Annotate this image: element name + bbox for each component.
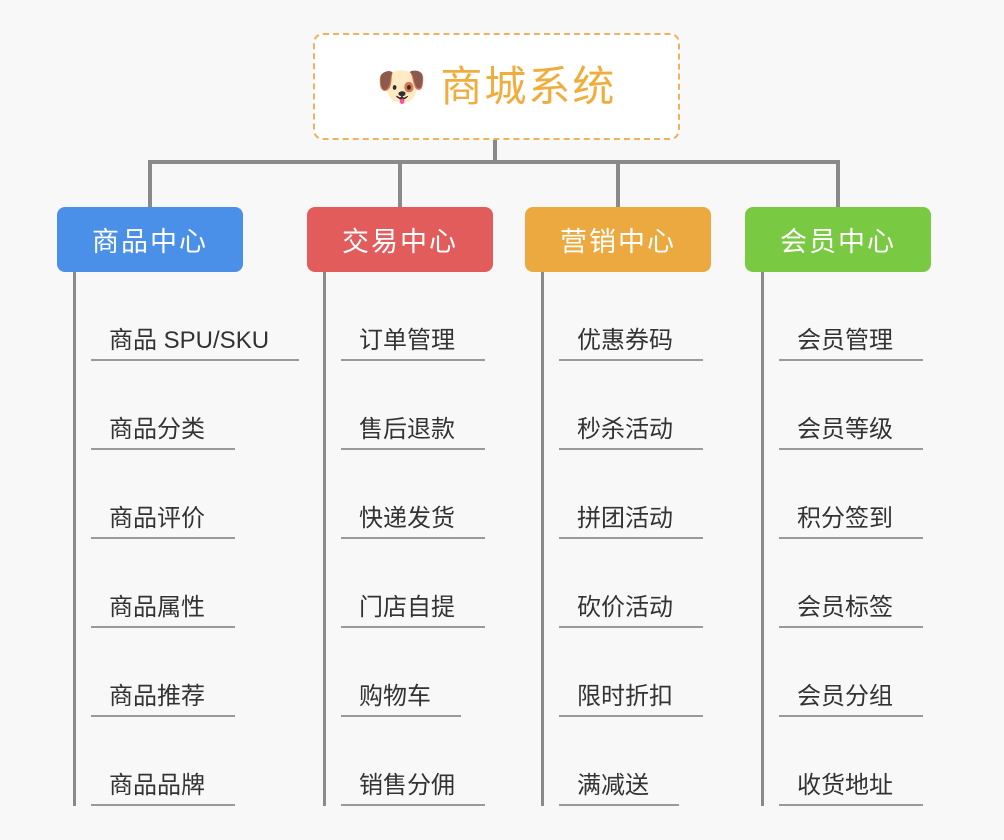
- branch-body-3: 会员管理 会员等级 积分签到 会员标签 会员分组 收货地址: [761, 272, 931, 806]
- list-item[interactable]: 商品评价: [76, 450, 299, 539]
- list-item[interactable]: 拼团活动: [544, 450, 711, 539]
- leaf-label: 积分签到: [779, 505, 923, 539]
- branch-header-label-3: 会员中心: [780, 227, 896, 257]
- root-node-shop-system[interactable]: 🐶 商城系统: [313, 33, 680, 140]
- leaf-label: 销售分佣: [341, 772, 485, 806]
- leaf-label: 会员等级: [779, 416, 923, 450]
- shiba-dog-face-icon: 🐶: [376, 64, 427, 109]
- list-item[interactable]: 商品属性: [76, 539, 299, 628]
- leaf-label: 门店自提: [341, 594, 485, 628]
- branch-header-label-2: 营销中心: [560, 227, 676, 257]
- branch-body-1: 订单管理 售后退款 快递发货 门店自提 购物车 销售分佣: [323, 272, 493, 806]
- leaf-label: 商品属性: [91, 594, 235, 628]
- branch-body-0: 商品 SPU/SKU 商品分类 商品评价 商品属性 商品推荐 商品品牌: [73, 272, 300, 806]
- connector-drop-branch-1: [398, 160, 402, 207]
- leaf-label: 拼团活动: [559, 505, 703, 539]
- list-item[interactable]: 秒杀活动: [544, 361, 711, 450]
- list-item[interactable]: 会员标签: [764, 539, 931, 628]
- leaf-label: 快递发货: [341, 505, 485, 539]
- leaf-label: 商品分类: [91, 416, 235, 450]
- leaf-label: 售后退款: [341, 416, 485, 450]
- root-node-title: 商城系统: [440, 62, 617, 110]
- branch-member-center: 会员中心 会员管理 会员等级 积分签到 会员标签 会员分组 收货地址: [745, 207, 931, 806]
- leaf-label: 限时折扣: [559, 683, 703, 717]
- connector-drop-branch-0: [148, 160, 152, 207]
- leaf-label: 砍价活动: [559, 594, 703, 628]
- list-item[interactable]: 门店自提: [326, 539, 493, 628]
- leaf-label: 商品推荐: [91, 683, 235, 717]
- list-item[interactable]: 满减送: [544, 717, 711, 806]
- leaf-label: 优惠券码: [559, 327, 703, 361]
- branch-header-0[interactable]: 商品中心: [57, 207, 243, 272]
- list-item[interactable]: 购物车: [326, 628, 493, 717]
- connector-horizontal-bar: [148, 160, 839, 164]
- branch-header-label-1: 交易中心: [342, 227, 458, 257]
- list-item[interactable]: 积分签到: [764, 450, 931, 539]
- branch-header-2[interactable]: 营销中心: [525, 207, 711, 272]
- branch-header-3[interactable]: 会员中心: [745, 207, 931, 272]
- list-item[interactable]: 会员等级: [764, 361, 931, 450]
- list-item[interactable]: 会员管理: [764, 272, 931, 361]
- list-item[interactable]: 会员分组: [764, 628, 931, 717]
- list-item[interactable]: 售后退款: [326, 361, 493, 450]
- branch-header-1[interactable]: 交易中心: [307, 207, 493, 272]
- leaf-label: 订单管理: [341, 327, 485, 361]
- branch-marketing-center: 营销中心 优惠券码 秒杀活动 拼团活动 砍价活动 限时折扣 满减送: [525, 207, 711, 806]
- leaf-label: 秒杀活动: [559, 416, 703, 450]
- leaf-label: 购物车: [341, 683, 461, 717]
- list-item[interactable]: 商品品牌: [76, 717, 299, 806]
- connector-drop-branch-3: [836, 160, 840, 207]
- list-item[interactable]: 订单管理: [326, 272, 493, 361]
- list-item[interactable]: 商品推荐: [76, 628, 299, 717]
- branch-header-label-0: 商品中心: [92, 227, 208, 257]
- branch-product-center: 商品中心 商品 SPU/SKU 商品分类 商品评价 商品属性 商品推荐 商品品牌: [57, 207, 300, 806]
- leaf-label: 商品 SPU/SKU: [91, 327, 300, 361]
- list-item[interactable]: 商品 SPU/SKU: [76, 272, 300, 361]
- leaf-label: 会员标签: [779, 594, 923, 628]
- leaf-label: 收货地址: [779, 772, 923, 806]
- list-item[interactable]: 砍价活动: [544, 539, 711, 628]
- leaf-label: 满减送: [559, 772, 679, 806]
- branch-trade-center: 交易中心 订单管理 售后退款 快递发货 门店自提 购物车 销售分佣: [307, 207, 493, 806]
- leaf-label: 商品评价: [91, 505, 235, 539]
- leaf-label: 商品品牌: [91, 772, 235, 806]
- branch-body-2: 优惠券码 秒杀活动 拼团活动 砍价活动 限时折扣 满减送: [541, 272, 711, 806]
- list-item[interactable]: 限时折扣: [544, 628, 711, 717]
- list-item[interactable]: 销售分佣: [326, 717, 493, 806]
- connector-drop-branch-2: [616, 160, 620, 207]
- leaf-label: 会员管理: [779, 327, 923, 361]
- list-item[interactable]: 收货地址: [764, 717, 931, 806]
- list-item[interactable]: 商品分类: [76, 361, 299, 450]
- connector-root-stem: [493, 140, 497, 164]
- leaf-label: 会员分组: [779, 683, 923, 717]
- list-item[interactable]: 优惠券码: [544, 272, 711, 361]
- list-item[interactable]: 快递发货: [326, 450, 493, 539]
